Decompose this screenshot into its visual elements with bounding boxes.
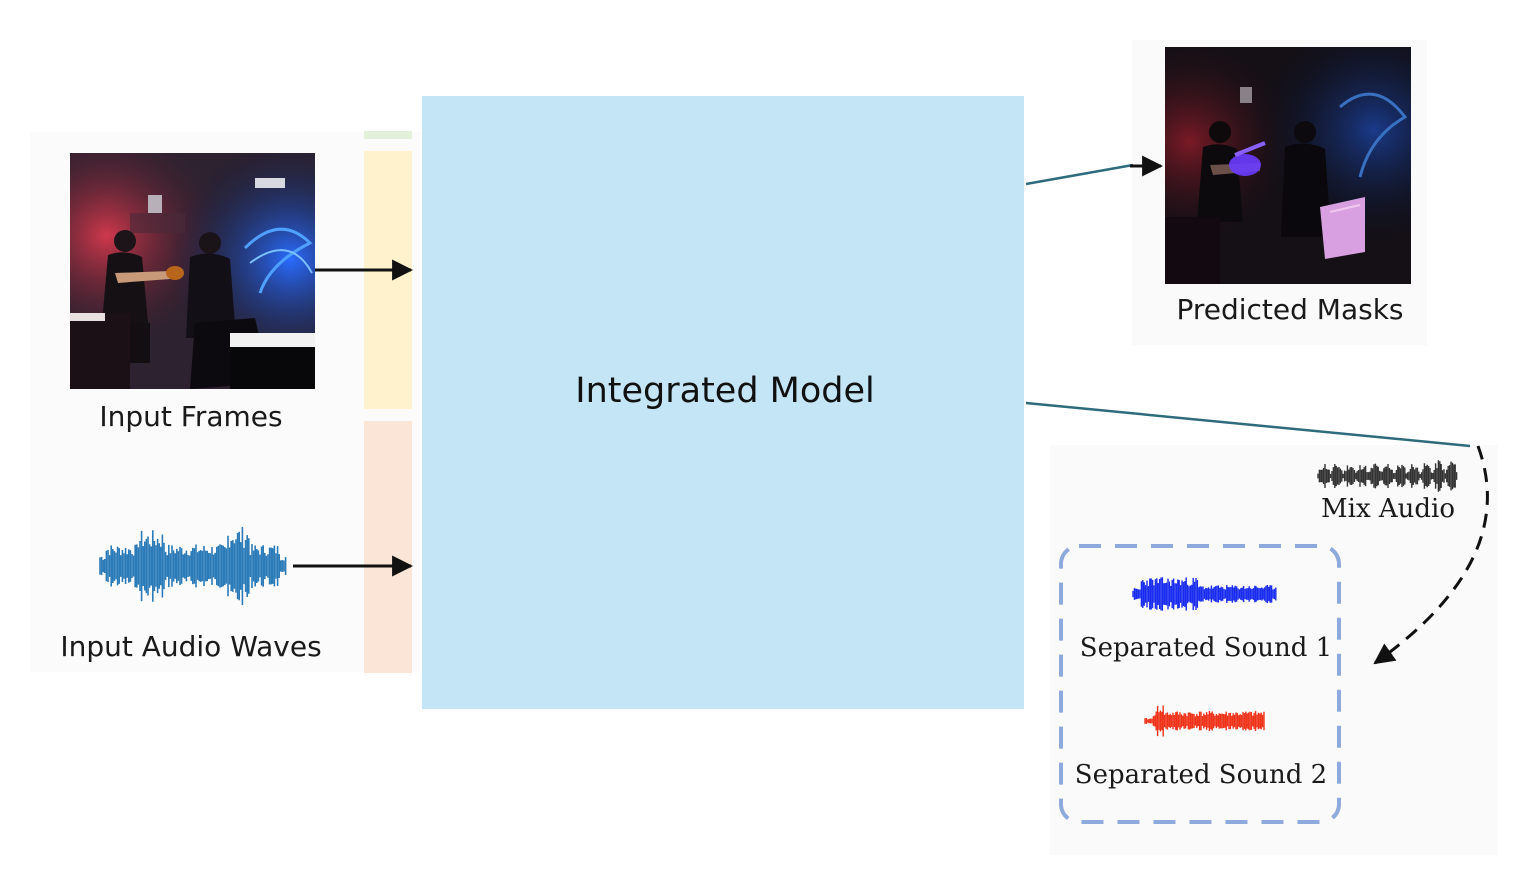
feature-strip-orange	[364, 421, 412, 673]
model-label: Integrated Model	[575, 370, 875, 411]
predicted-masks-label: Predicted Masks	[1176, 293, 1404, 326]
separated-sound-1-label: Separated Sound 1	[1079, 633, 1333, 663]
input-frames-image	[70, 153, 315, 389]
feature-strip-green	[364, 131, 412, 139]
separated-sounds-box	[1059, 544, 1341, 824]
input-audio-label: Input Audio Waves	[60, 630, 322, 663]
mix-audio-waveform	[1317, 460, 1458, 492]
separation-curved-arrow	[1373, 445, 1489, 665]
integrated-model-block: Integrated Model	[422, 96, 1024, 709]
audio-connector	[1025, 401, 1471, 448]
predicted-masks-image	[1165, 47, 1411, 284]
audio-output-panel	[1050, 445, 1498, 855]
input-frames-label: Input Frames	[99, 400, 283, 433]
input-audio-waveform	[99, 526, 287, 606]
separated-sound-1-waveform	[1132, 577, 1277, 611]
separated-sound-2-waveform	[1144, 705, 1265, 737]
mix-audio-label: Mix Audio	[1321, 494, 1455, 524]
masks-connector	[1025, 163, 1134, 186]
separated-sound-2-label: Separated Sound 2	[1074, 760, 1328, 790]
